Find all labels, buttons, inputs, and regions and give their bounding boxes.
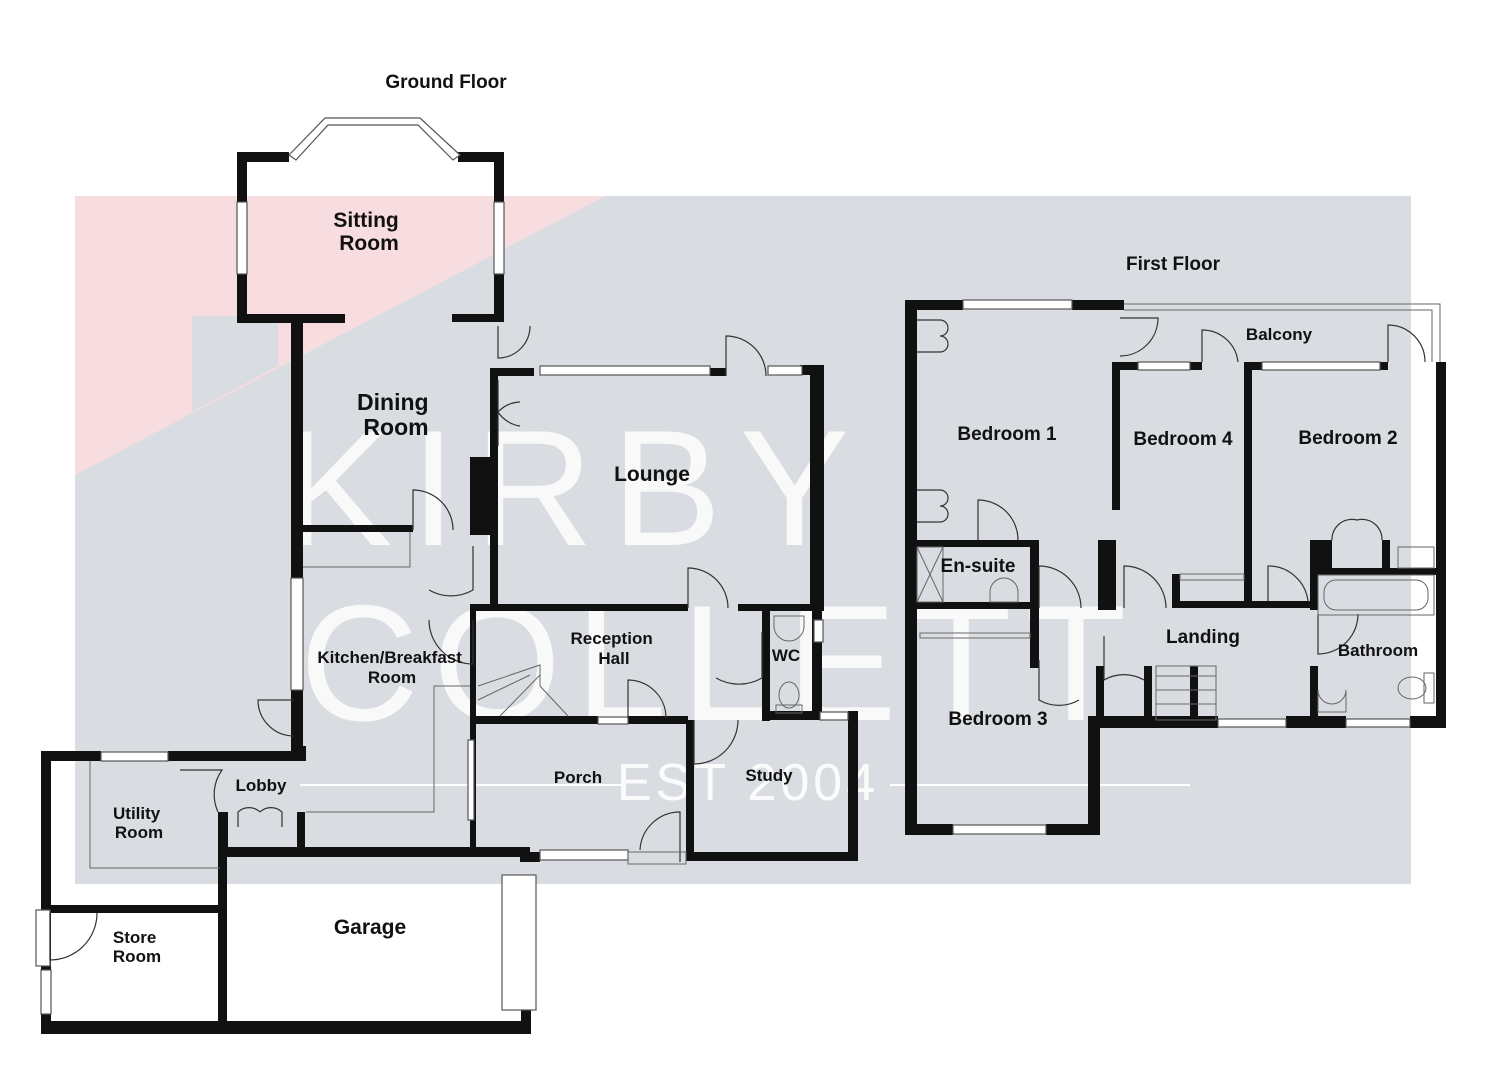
watermark-text: KIRBY COLLETT EST 2004: [282, 396, 1190, 812]
room-label-study: Study: [745, 766, 793, 785]
watermark-accent: [75, 196, 605, 475]
room-label-sitting-room: Sitting Room: [333, 209, 404, 255]
watermark-line-kirby: KIRBY: [282, 396, 867, 580]
room-label-store-room: Store Room: [113, 928, 161, 966]
first-floor-labels: First Floor Bedroom 1 Bedroom 4 Bedroom …: [941, 254, 1419, 730]
room-label-bedroom-1: Bedroom 1: [957, 424, 1057, 445]
room-label-kitchen: Kitchen/Breakfast Room: [317, 648, 466, 687]
first-floor-windows: [919, 299, 1441, 835]
watermark-accent-step: [75, 316, 278, 475]
first-floor-title: First Floor: [1126, 254, 1221, 275]
ground-floor-fixtures: [89, 532, 805, 869]
first-floor-doors: [917, 317, 1426, 706]
room-label-dining-room: Dining Room: [357, 389, 435, 440]
room-label-landing: Landing: [1166, 627, 1240, 648]
ground-floor-doors: [49, 325, 767, 961]
watermark-line-collett: COLLETT: [300, 571, 1141, 755]
ground-floor-title: Ground Floor: [385, 72, 507, 93]
room-label-bedroom-2: Bedroom 2: [1298, 428, 1397, 449]
room-label-balcony: Balcony: [1246, 325, 1313, 344]
room-label-lounge: Lounge: [614, 463, 690, 486]
ground-floor-labels: Ground Floor Sitting Room Dining Room Lo…: [113, 72, 800, 966]
room-label-bathroom: Bathroom: [1338, 641, 1418, 660]
first-floor-fixtures: [916, 546, 1435, 721]
room-label-utility-room: Utility Room: [113, 804, 165, 842]
first-floor-walls: [905, 300, 1446, 835]
watermark-line-est: EST 2004: [617, 754, 879, 812]
room-label-wc: WC: [772, 646, 800, 665]
room-label-en-suite: En-suite: [941, 556, 1016, 577]
room-label-reception-hall: Reception Hall: [571, 629, 658, 668]
room-label-porch: Porch: [554, 768, 602, 787]
room-label-garage: Garage: [334, 916, 406, 939]
room-label-bedroom-3: Bedroom 3: [948, 709, 1047, 730]
ground-floor-windows: [35, 117, 849, 1015]
room-label-lobby: Lobby: [236, 776, 288, 795]
room-label-bedroom-4: Bedroom 4: [1133, 429, 1233, 450]
